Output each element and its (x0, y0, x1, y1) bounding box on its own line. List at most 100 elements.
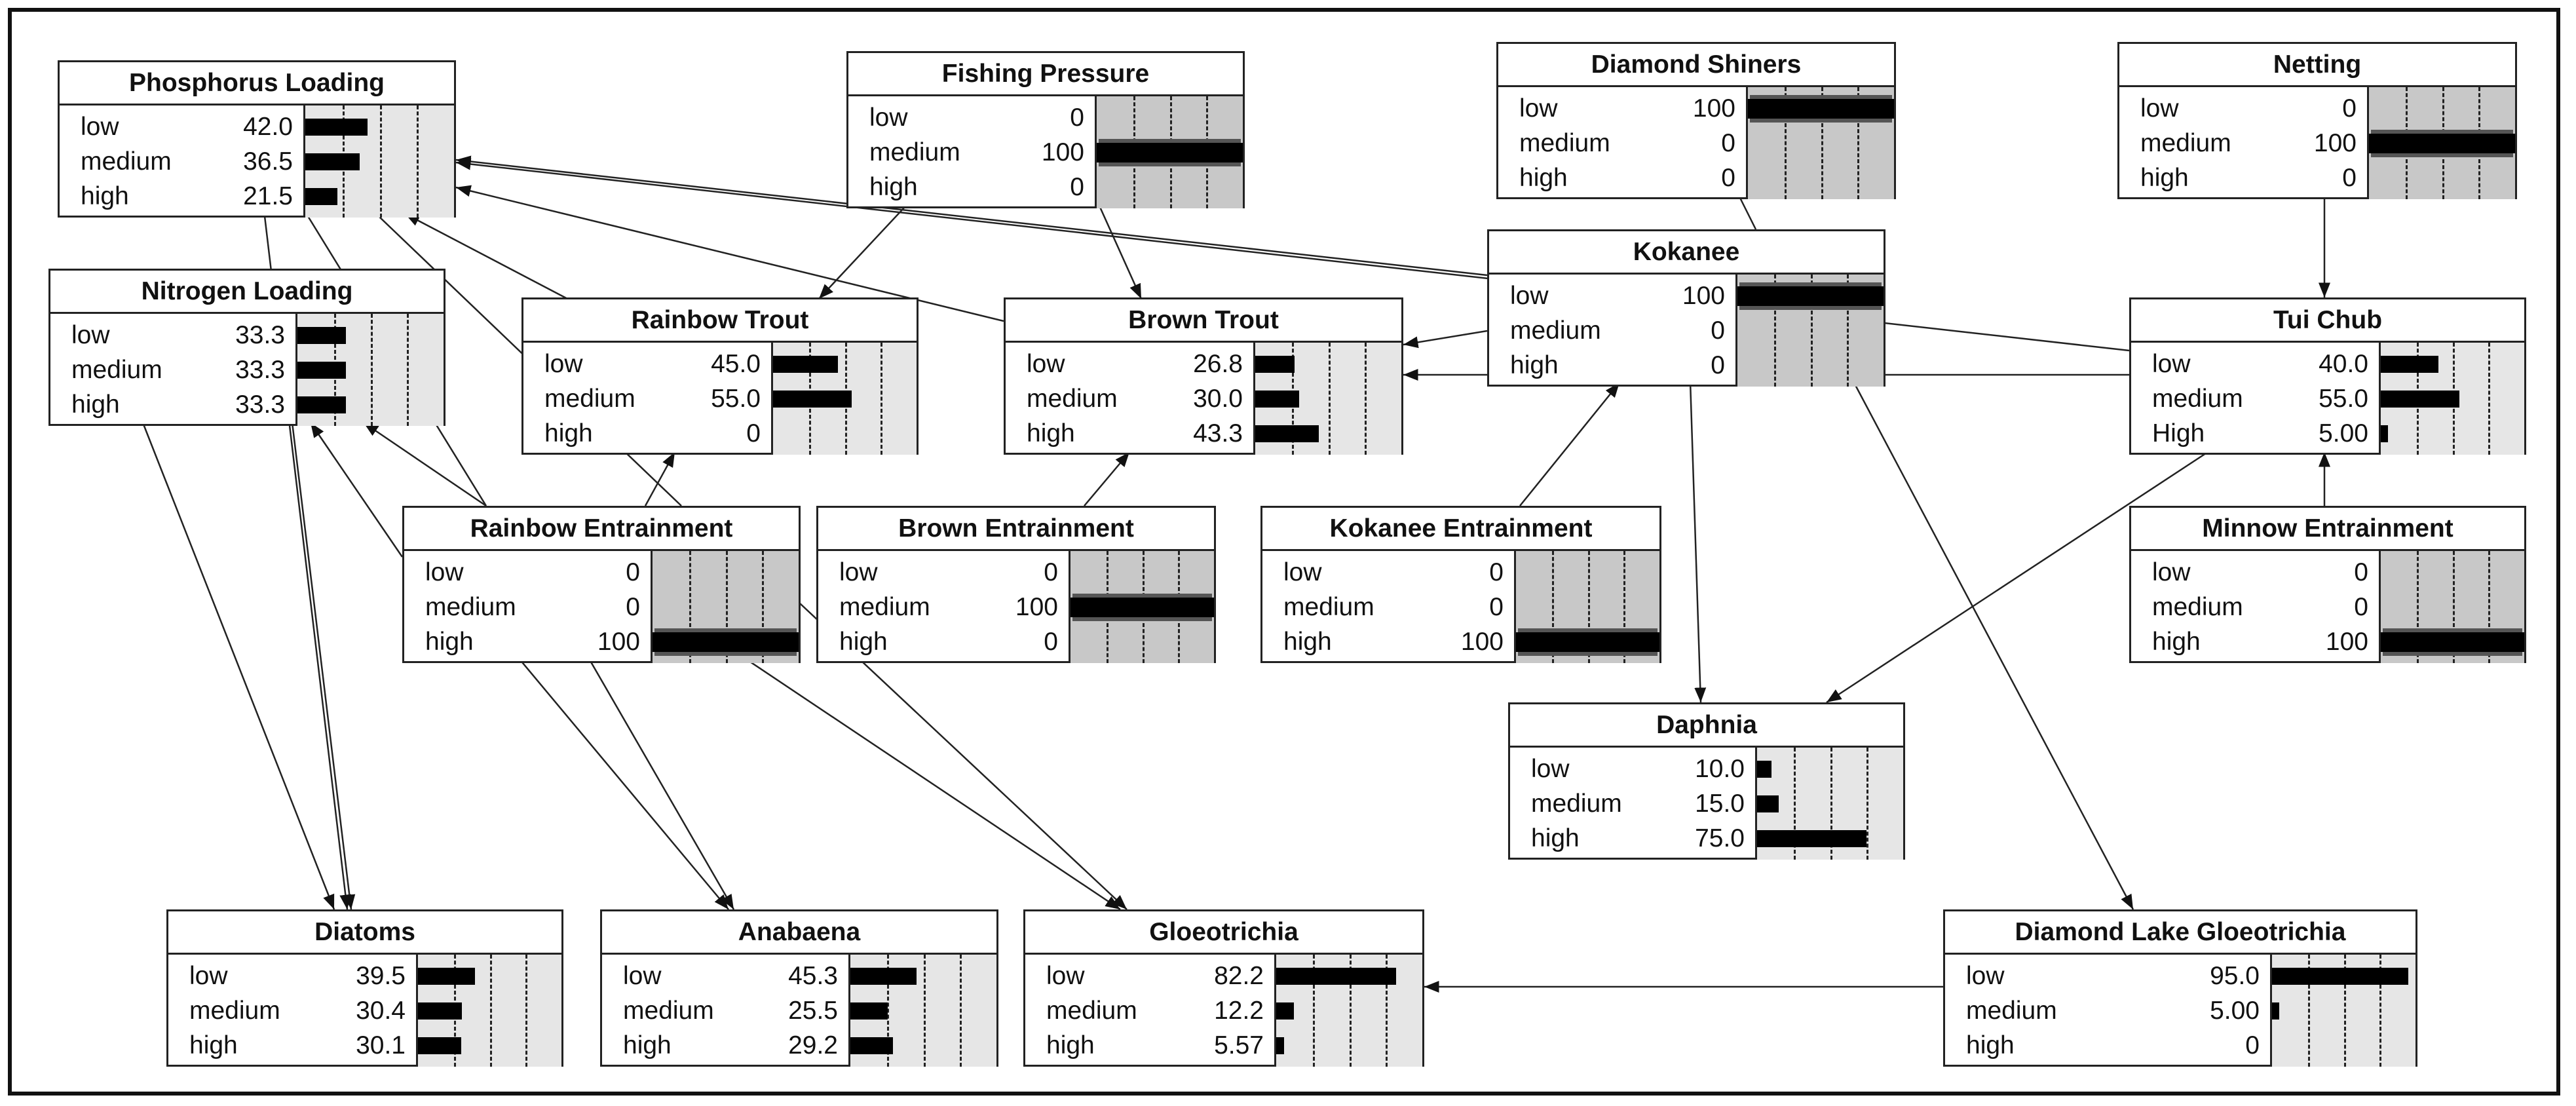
belief-bar-panel (1253, 343, 1401, 455)
state-value: 10.0 (1695, 755, 1745, 783)
probability-bar (305, 187, 337, 205)
gridline (1588, 551, 1590, 663)
probability-bar (305, 118, 368, 136)
state-row[interactable]: low 10.0 (1510, 752, 1755, 786)
state-label: low (1519, 94, 1558, 123)
evidence-bar (2381, 632, 2524, 652)
state-value: 0 (2342, 164, 2357, 192)
evidence-bar (653, 632, 799, 652)
state-label: low (425, 558, 464, 586)
probability-bar (1255, 355, 1295, 373)
belief-bar-panel (651, 551, 799, 663)
probability-bar (850, 967, 917, 985)
state-label: low (1531, 755, 1570, 783)
belief-bar-panel (1746, 87, 1894, 199)
node-title: Diamond Shiners (1498, 44, 1894, 87)
node-title: Anabaena (602, 911, 996, 955)
node-title: Fishing Pressure (848, 53, 1243, 96)
gridline (887, 955, 889, 1067)
state-value: 100 (2325, 628, 2368, 656)
state-label: low (1046, 962, 1085, 990)
probability-bar (297, 326, 346, 344)
edge-rainbow-entrainment-to-nitrogen-loading (363, 421, 487, 507)
state-label: medium (1531, 790, 1622, 818)
probability-bar (1757, 760, 1771, 778)
state-label: high (1510, 351, 1559, 379)
probability-bar (1757, 795, 1779, 812)
node-title: Tui Chub (2131, 299, 2524, 343)
